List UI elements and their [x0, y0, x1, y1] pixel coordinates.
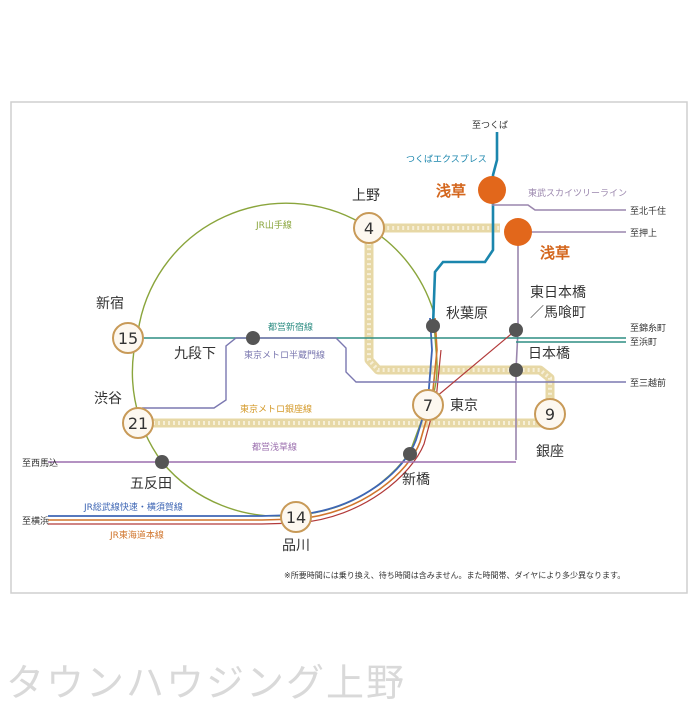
dest-mitsukoshimae: 至三越前 — [630, 377, 666, 389]
badge-ueno-text: 4 — [364, 219, 374, 238]
dest-oshiage: 至押上 — [630, 227, 657, 239]
label-shinjuku-line: 都営新宿線 — [268, 321, 313, 333]
badge-shinagawa-text: 14 — [286, 508, 306, 527]
label-tsukuba: つくばエクスプレス — [406, 154, 487, 165]
station-nihonbashi: 日本橋 — [528, 346, 570, 362]
node-akihabara — [426, 319, 440, 333]
dest-yokohama: 至横浜 — [22, 515, 49, 527]
label-sobu: JR総武線快速・横須賀線 — [83, 501, 183, 513]
station-ginza: 銀座 — [536, 444, 564, 460]
asakusa-tobu-dot — [504, 218, 532, 246]
station-asakusa-tx: 浅草 — [436, 182, 466, 200]
badge-ginza-text: 9 — [545, 405, 555, 424]
yamanote-line — [131, 202, 438, 517]
dest-kinshicho: 至錦糸町 — [630, 322, 666, 334]
dest-kitasenju: 至北千住 — [630, 205, 666, 217]
label-asakusa-line: 都営浅草線 — [252, 441, 297, 453]
badge-tokyo-text: 7 — [423, 396, 433, 415]
dest-hamacho: 至浜町 — [630, 337, 657, 348]
station-akihabara: 秋葉原 — [446, 306, 488, 322]
hanzomon-line — [142, 337, 626, 409]
badge-shibuya-text: 21 — [128, 414, 148, 433]
station-asakusa-tobu: 浅草 — [540, 244, 570, 262]
badge-shinagawa: 14 — [280, 501, 312, 533]
label-hanzomon: 東京メトロ半蔵門線 — [244, 349, 325, 361]
badge-ueno: 4 — [353, 212, 385, 244]
badge-ginza: 9 — [534, 398, 566, 430]
node-kudanshita — [246, 331, 260, 345]
watermark-text: タウンハウジング上野 — [6, 661, 407, 705]
station-shinagawa: 品川 — [282, 538, 310, 554]
station-bakurocho: ／馬喰町 — [530, 305, 586, 321]
node-gotanda — [155, 455, 169, 469]
skytree-line — [492, 204, 626, 211]
station-kudanshita: 九段下 — [174, 346, 216, 362]
station-higashi-nihombashi: 東日本橋 — [530, 285, 586, 301]
label-tokaido: JR東海道本線 — [109, 529, 164, 541]
station-ueno: 上野 — [352, 188, 380, 204]
station-shinjuku: 新宿 — [96, 295, 124, 312]
station-shimbashi: 新橋 — [402, 472, 430, 488]
station-tokyo: 東京 — [450, 398, 478, 414]
badge-tokyo: 7 — [412, 389, 444, 421]
badge-shinjuku: 15 — [112, 322, 144, 354]
ginza-line-inner — [138, 226, 552, 425]
station-shibuya: 渋谷 — [94, 391, 122, 407]
dest-tsukuba: 至つくば — [472, 120, 508, 131]
node-shimbashi — [403, 447, 417, 461]
label-skytree: 東武スカイツリーライン — [528, 187, 627, 199]
asakusa-down-line — [515, 232, 519, 460]
label-yamanote: JR山手線 — [255, 219, 292, 231]
footnote: ※所要時間には乗り換え、待ち時間は含みません。また時間帯、ダイヤにより多少異なり… — [284, 570, 625, 580]
tsukuba-express-line — [431, 132, 499, 327]
station-gotanda: 五反田 — [130, 476, 172, 492]
asakusa-tx-dot — [478, 176, 506, 204]
diagonal-line — [429, 329, 517, 403]
dest-nishimagome: 至西馬込 — [22, 458, 58, 469]
node-nihonbashi — [509, 363, 523, 377]
badge-shibuya: 21 — [122, 407, 154, 439]
badge-shinjuku-text: 15 — [118, 329, 138, 348]
label-ginza: 東京メトロ銀座線 — [240, 403, 312, 415]
node-higashi-nihombashi — [509, 323, 523, 337]
